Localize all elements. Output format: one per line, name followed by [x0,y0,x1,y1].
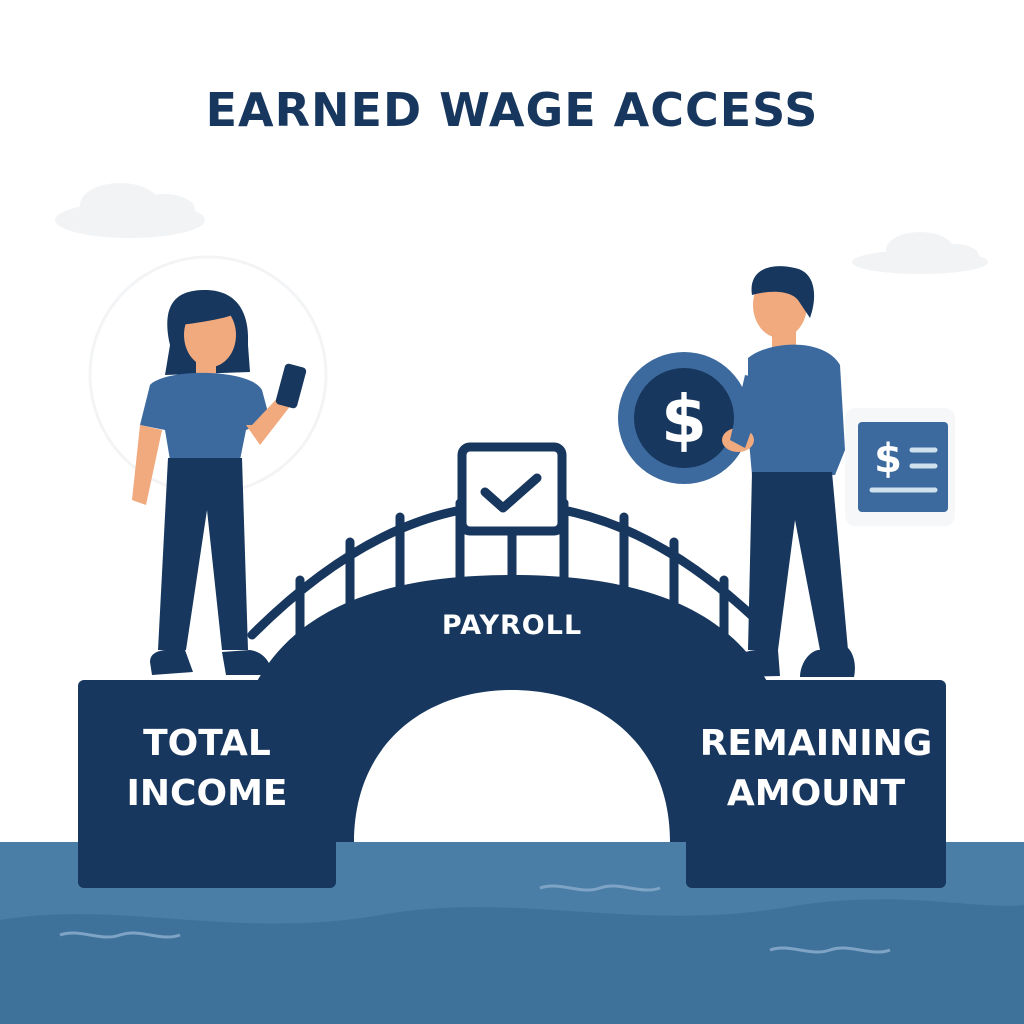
total-income-line1: TOTAL [143,723,271,764]
remaining-amount-line2: AMOUNT [727,773,906,814]
checkmark-icon [480,473,542,513]
document-dollar-symbol: $ [874,436,902,482]
smartphone-icon [275,363,307,409]
cloud-right [852,232,988,274]
total-income-line2: INCOME [127,773,288,814]
woman-figure [132,290,307,675]
page-title: EARNED WAGE ACCESS [206,83,819,137]
dollar-document-icon: $ [845,408,955,526]
bridge-label: PAYROLL [442,610,582,641]
coin-dollar-symbol: $ [661,381,707,458]
dollar-coin-icon: $ [618,352,750,484]
checkmark-sign [457,442,567,578]
remaining-amount-line1: REMAINING [700,723,933,764]
total-income-block: TOTAL INCOME [78,680,336,888]
bridge-arch [255,575,769,842]
remaining-amount-block: REMAINING AMOUNT [686,680,946,888]
cloud-left [55,183,205,238]
man-figure: $ [618,266,855,677]
